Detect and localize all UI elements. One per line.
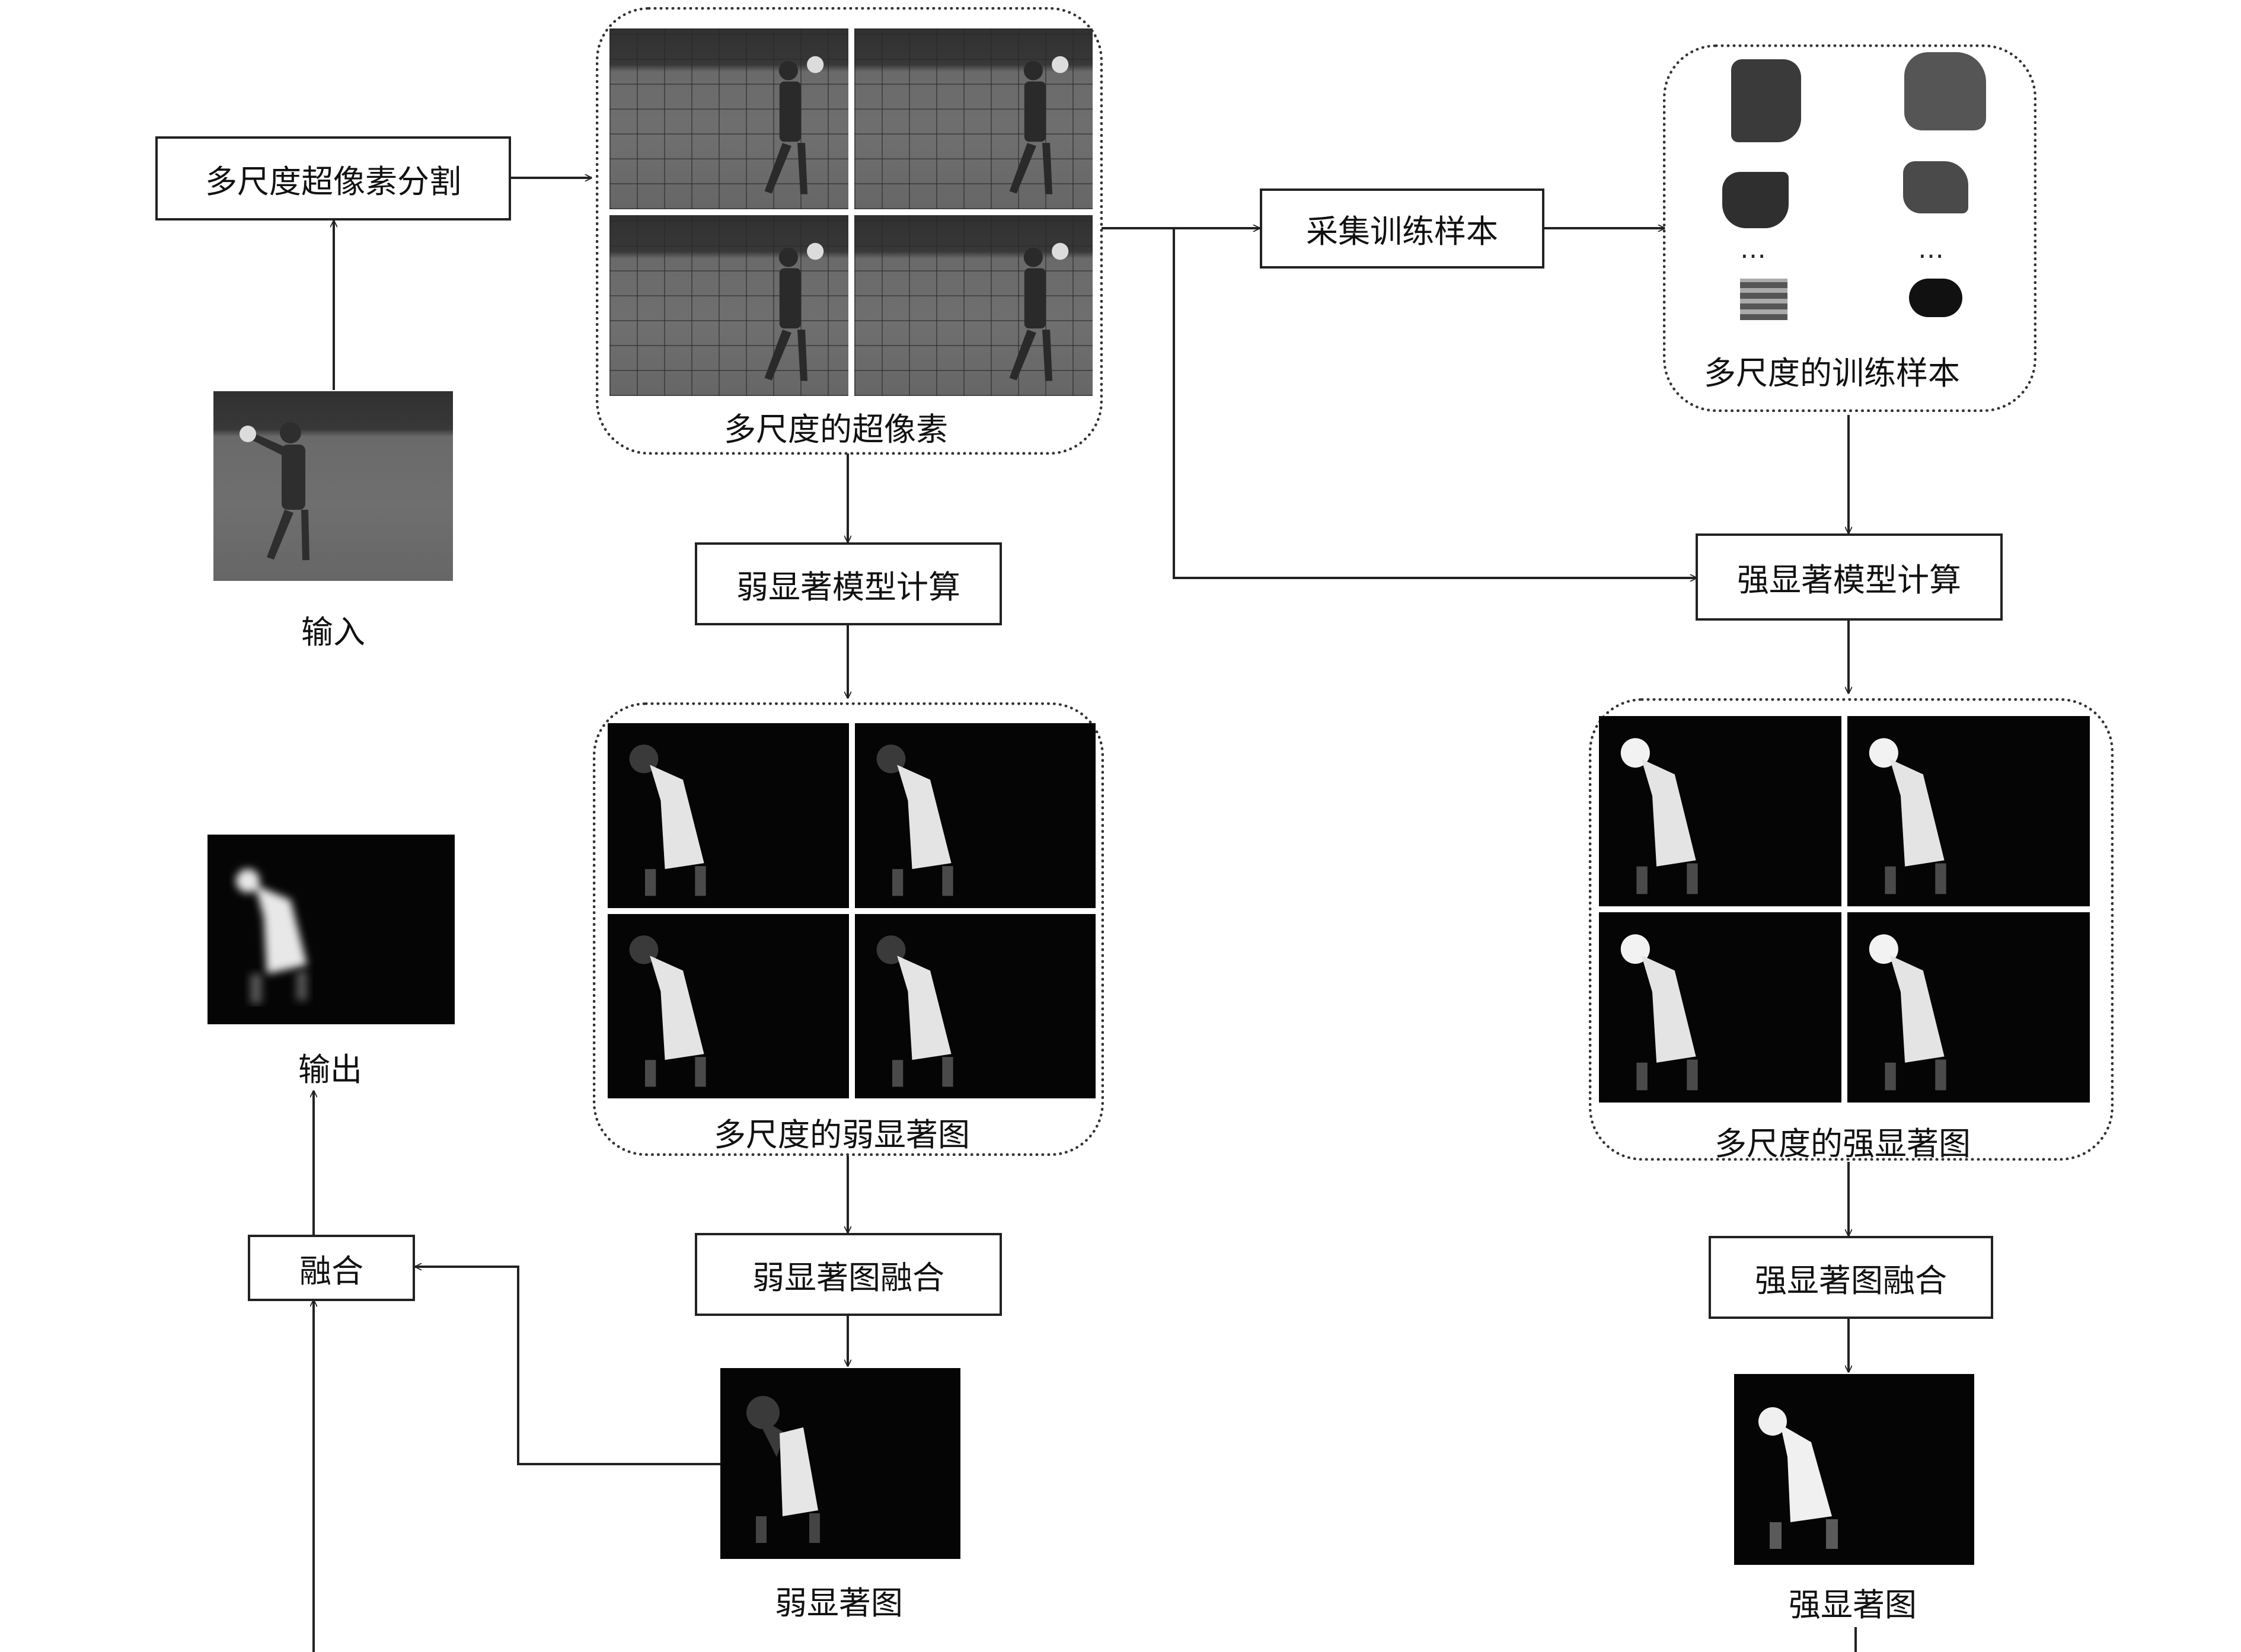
strong-map-view-4 — [1847, 912, 2090, 1103]
figure-leg — [1935, 863, 1946, 894]
input-caption: 输入 — [301, 613, 365, 651]
output-image — [208, 835, 455, 1024]
output-caption: 输出 — [298, 1051, 362, 1088]
training-sample-3 — [1722, 172, 1789, 228]
weak-map-view-4 — [854, 913, 1096, 1098]
figure-leg — [1636, 1062, 1648, 1091]
training-samples-group-frame — [1663, 44, 2036, 412]
training-sample-1 — [1731, 59, 1801, 142]
figure-body — [896, 955, 952, 1060]
figure-leg — [1687, 863, 1698, 894]
strong-map-view-2 — [1847, 716, 2090, 906]
training-sample-6 — [1909, 279, 1962, 317]
superpixel-view-4 — [854, 215, 1093, 396]
figure-leg — [941, 866, 953, 896]
superpixels-group-frame — [596, 7, 1103, 455]
weak-maps-group-frame — [593, 702, 1104, 1156]
superpixels-caption: 多尺度的超像素 — [724, 411, 948, 448]
figure-silhouette — [764, 56, 824, 194]
training-sample-5 — [1740, 279, 1787, 320]
training-samples-ellipsis-left: … — [1740, 234, 1766, 264]
training-sample-2 — [1904, 52, 1986, 130]
figure-silhouette — [876, 744, 953, 896]
figure-silhouette — [1009, 242, 1068, 381]
figure-body — [1889, 955, 1945, 1063]
figure-silhouette — [1620, 934, 1698, 1091]
strong-saliency-model-box: 强显著模型计算 — [1696, 533, 2003, 621]
figure-leg — [1636, 866, 1648, 894]
figure-silhouette — [1869, 934, 1946, 1091]
arrow-strong-map-to-fuse — [314, 1300, 1857, 1652]
figure-silhouette — [1620, 738, 1698, 894]
strong-map-view-1 — [1599, 716, 1841, 906]
figure-silhouette — [629, 935, 706, 1087]
figure-body — [650, 765, 704, 870]
strong-map-view-3 — [1599, 912, 1841, 1103]
figure-silhouette — [764, 242, 824, 381]
figure-body — [896, 765, 952, 870]
superpixel-view-1 — [609, 28, 848, 209]
figure-body — [1641, 955, 1696, 1063]
figure-leg — [1935, 1059, 1946, 1091]
training-samples-caption: 多尺度的训练样本 — [1704, 354, 1960, 392]
figure-body — [1641, 759, 1696, 867]
figure-body — [650, 955, 704, 1060]
figure-silhouette — [1009, 56, 1068, 194]
figure-silhouette — [1869, 738, 1946, 894]
figure-leg — [1885, 1062, 1896, 1091]
figure-leg — [1687, 1059, 1698, 1091]
training-sample-4 — [1903, 161, 1968, 213]
figure-leg — [892, 1059, 903, 1087]
figure-leg — [941, 1056, 953, 1087]
weak-maps-caption: 多尺度的弱显著图 — [714, 1116, 970, 1153]
weak-saliency-fusion-box: 弱显著图融合 — [695, 1233, 1002, 1316]
figure-leg — [1885, 866, 1896, 894]
training-samples-ellipsis-right: … — [1918, 234, 1944, 264]
fusion-box: 融合 — [248, 1235, 415, 1301]
strong-saliency-map-image — [1734, 1374, 1974, 1565]
figure-body — [1889, 759, 1945, 867]
strong-maps-caption: 多尺度的强显著图 — [1715, 1125, 1971, 1162]
figure-leg — [892, 869, 903, 896]
weak-saliency-maps-grid — [608, 723, 1096, 1098]
weak-saliency-map-image — [720, 1368, 960, 1559]
weak-map-view-3 — [608, 913, 849, 1098]
arrow-superpixels-to-strong-model — [1173, 228, 1697, 578]
input-image — [213, 391, 453, 581]
figure-silhouette — [629, 744, 706, 896]
strong-saliency-fusion-box: 强显著图融合 — [1709, 1236, 1993, 1319]
weak-map-caption: 弱显著图 — [775, 1584, 903, 1622]
collect-training-samples-box: 采集训练样本 — [1260, 188, 1544, 269]
weak-map-view-2 — [854, 723, 1096, 908]
strong-saliency-maps-grid — [1599, 716, 2090, 1103]
weak-map-view-1 — [608, 723, 849, 908]
strong-maps-group-frame — [1589, 698, 2114, 1161]
superpixels-grid — [609, 28, 1093, 396]
figure-leg — [695, 1056, 706, 1087]
weak-saliency-model-box: 弱显著模型计算 — [695, 542, 1002, 625]
arrow-weak-map-to-fuse — [415, 1267, 720, 1465]
multiscale-superpixel-segmentation-box: 多尺度超像素分割 — [155, 136, 511, 221]
superpixel-view-2 — [854, 28, 1093, 209]
figure-silhouette — [876, 935, 953, 1087]
superpixel-view-3 — [609, 215, 848, 396]
figure-leg — [695, 866, 706, 896]
strong-map-caption: 强显著图 — [1789, 1586, 1917, 1624]
figure-leg — [645, 1059, 656, 1087]
figure-leg — [645, 869, 656, 896]
